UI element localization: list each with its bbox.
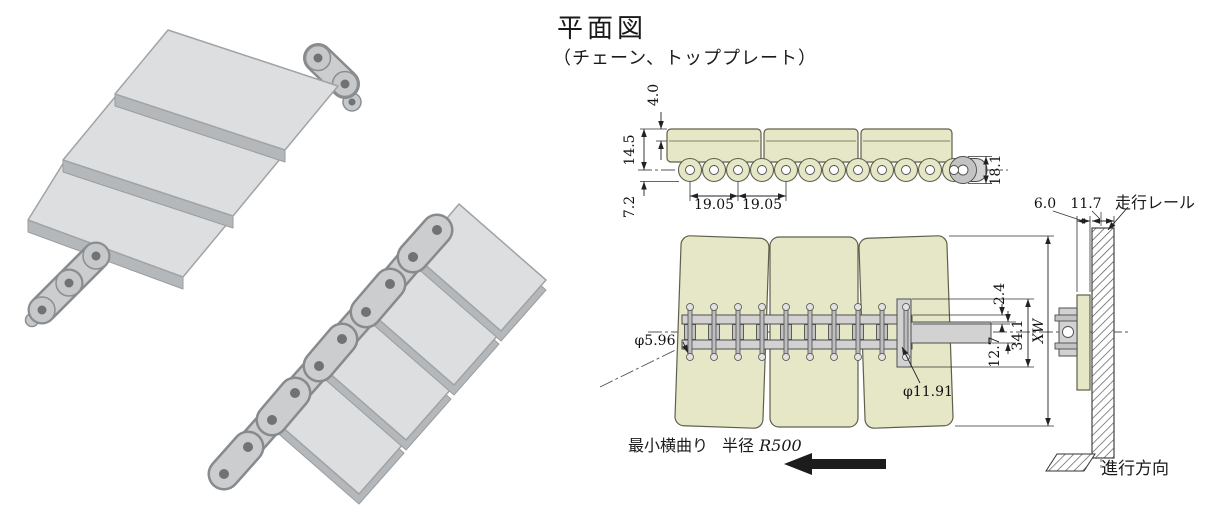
dim-plate-width: XW: [1031, 318, 1047, 344]
top-plate: [763, 128, 859, 163]
direction-label: 進行方向: [1101, 459, 1169, 479]
note-radius-value: R500: [759, 436, 802, 455]
dim-pitch-left: 19.05: [693, 197, 735, 213]
extension-link: [910, 321, 992, 344]
rail-hatch-symbol: [1045, 453, 1096, 472]
dim-rail-width: 11.7: [1070, 196, 1102, 212]
top-plate: [666, 128, 762, 163]
note-radius-label: 半径: [722, 436, 755, 455]
dim-inner-width: 12.7: [987, 336, 1003, 368]
direction-indicator: [784, 453, 1096, 475]
chain-3d-lower-chain: [207, 213, 454, 491]
pin-holes: [685, 165, 959, 175]
dim-pitch-right: 19.05: [741, 197, 783, 213]
plan-view-chain: [681, 298, 992, 368]
dim-pin-diameter: φ5.96: [634, 333, 676, 349]
direction-arrow: [784, 453, 886, 475]
dim-clearance: 6.0: [1033, 196, 1057, 212]
drawing-subtitle: （チェーン、トッププレート）: [553, 48, 818, 69]
chain-3d-illustration: [24, 29, 547, 505]
note-radius: 半径 R500: [722, 432, 802, 456]
chain-3d-upper: [24, 29, 362, 328]
dim-roller-diameter: φ11.91: [903, 384, 953, 400]
note-min-bend: 最小横曲り: [628, 436, 709, 455]
side-view-drawing: [638, 112, 1008, 201]
chain-3d-lower-plates: [272, 203, 547, 505]
page-title: 平面図: [557, 14, 648, 44]
dim-pin-length: 34.1: [1010, 319, 1026, 351]
dim-link-height: 18.1: [988, 154, 1004, 186]
top-plate: [860, 128, 953, 163]
plate-edge-section: [1076, 294, 1091, 391]
dim-height-below-center: 7.2: [622, 195, 638, 219]
plan-view-drawing: [599, 235, 1130, 429]
dim-plate-thickness: 4.0: [646, 83, 662, 107]
guide-rail-hatched: [1091, 227, 1115, 459]
rail-section-drawing: [1052, 206, 1129, 468]
rail-label: 走行レール: [1115, 193, 1196, 212]
dim-height-above-center: 14.5: [622, 134, 638, 166]
dim-offset: 2.4: [992, 282, 1008, 306]
